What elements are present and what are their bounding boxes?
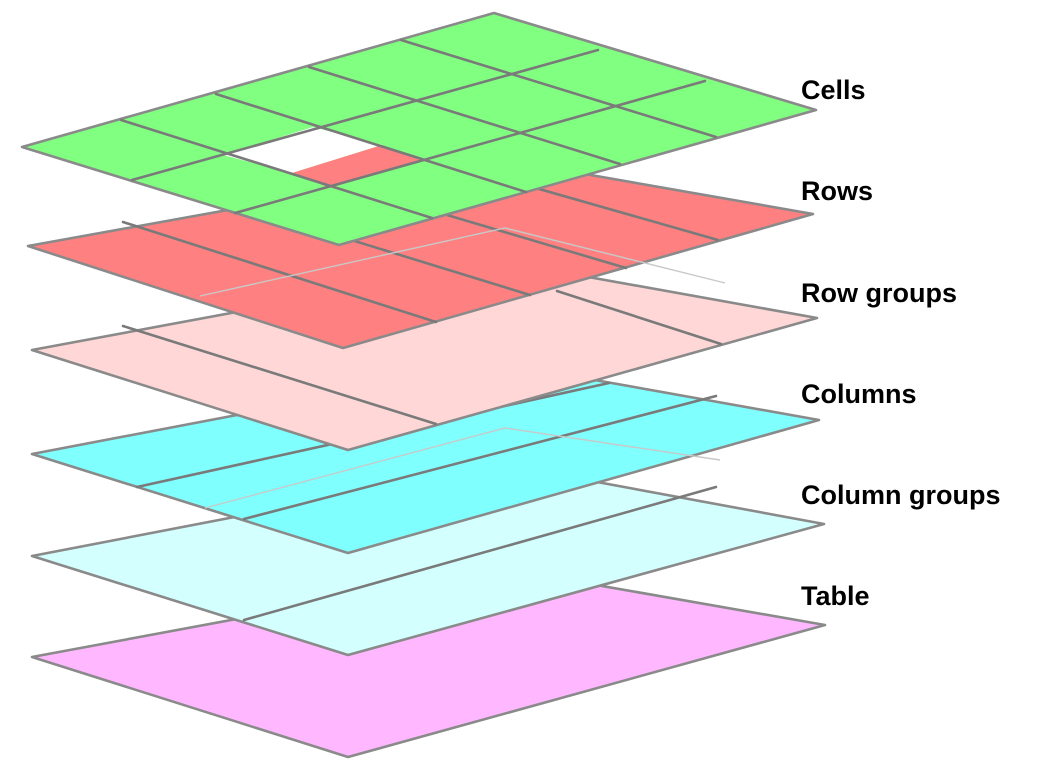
- row-group-divider: [121, 324, 438, 426]
- cells-plate: [20, 11, 818, 247]
- column-group-divider: [242, 485, 718, 622]
- column-divider: [242, 394, 718, 521]
- label-row-groups: Row groups: [801, 278, 957, 308]
- label-table: Table: [801, 581, 870, 611]
- label-cells: Cells: [801, 75, 866, 105]
- cell-divider: [307, 65, 622, 166]
- cell-divider: [399, 38, 718, 139]
- label-column-groups: Column groups: [801, 480, 1000, 510]
- missing-cell-hole: [223, 127, 382, 173]
- ghost-outline: [204, 427, 721, 509]
- row-cell-peek: [292, 145, 420, 188]
- row-group-divider: [555, 289, 723, 346]
- cell-divider: [130, 48, 600, 182]
- cell-divider: [214, 92, 528, 194]
- cell-divider: [233, 79, 707, 215]
- layer-cells: [20, 11, 818, 247]
- row-divider: [121, 220, 438, 324]
- label-columns: Columns: [801, 379, 917, 409]
- cell-divider: [119, 118, 434, 220]
- label-rows: Rows: [801, 176, 873, 206]
- ghost-outline: [199, 227, 726, 297]
